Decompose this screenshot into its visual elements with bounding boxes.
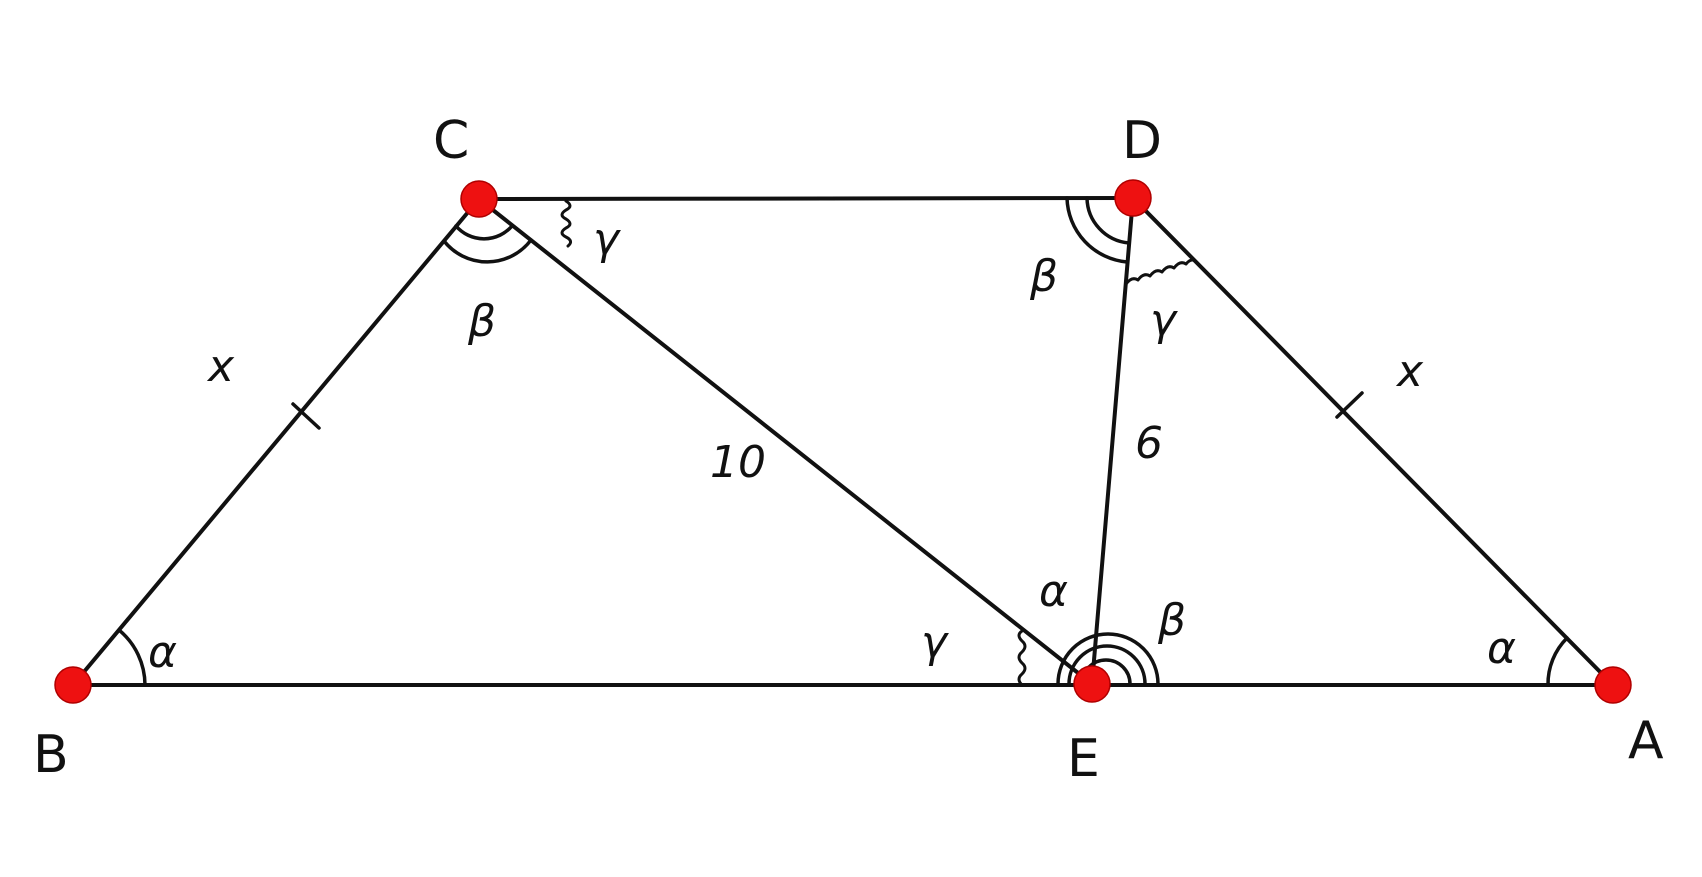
vertex-label-a: A [1628, 711, 1664, 771]
angle-arc-c-lower-inner [454, 224, 514, 241]
side-label-cb: x [206, 341, 235, 392]
vertex-b [54, 666, 92, 704]
vertex-label-b: B [33, 725, 69, 785]
vertex-label-c: C [433, 111, 469, 171]
angle-label-a: α [1487, 623, 1516, 674]
vertex-e [1073, 665, 1111, 703]
angle-label-d-right: γ [1150, 295, 1178, 346]
angle-arc-e-middle [1067, 644, 1147, 686]
segment-da [1131, 196, 1615, 687]
tick-mark-cb [291, 402, 321, 430]
angle-arc-d-left-inner [1085, 196, 1131, 245]
angle-arc-e-outer [1056, 632, 1160, 686]
side-label-de: 6 [1135, 418, 1163, 469]
angle-wavy-c-upper [560, 199, 573, 248]
side-label-ce: 10 [710, 437, 766, 488]
segment-cb [71, 197, 481, 687]
segment-cd [477, 196, 1135, 201]
vertex-d [1114, 179, 1152, 217]
tick-mark-da [1335, 391, 1364, 419]
angle-wavy-e-left [1017, 629, 1027, 687]
angle-arc-d-left-outer [1065, 196, 1129, 264]
angle-label-e-gamma: γ [921, 617, 949, 668]
angle-arc-c-lower-outer [442, 238, 533, 264]
side-label-da: x [1395, 346, 1424, 397]
vertex-label-e: E [1067, 729, 1100, 789]
angle-wavy-d-right [1124, 258, 1197, 286]
vertex-label-d: D [1122, 111, 1162, 171]
vertex-a [1594, 666, 1632, 704]
angle-label-b: α [148, 627, 177, 678]
segment-de [1090, 196, 1135, 686]
vertex-c [460, 180, 498, 218]
angle-label-e-right: β [1157, 595, 1186, 646]
angle-label-c-upper: γ [593, 214, 621, 265]
angle-arc-b [117, 628, 147, 687]
segment-ce [477, 197, 1094, 686]
angle-label-c-lower: β [467, 296, 496, 347]
angle-arc-a [1546, 636, 1569, 687]
angle-label-d-left: β [1029, 251, 1058, 302]
angle-label-e-left: α [1039, 566, 1068, 617]
